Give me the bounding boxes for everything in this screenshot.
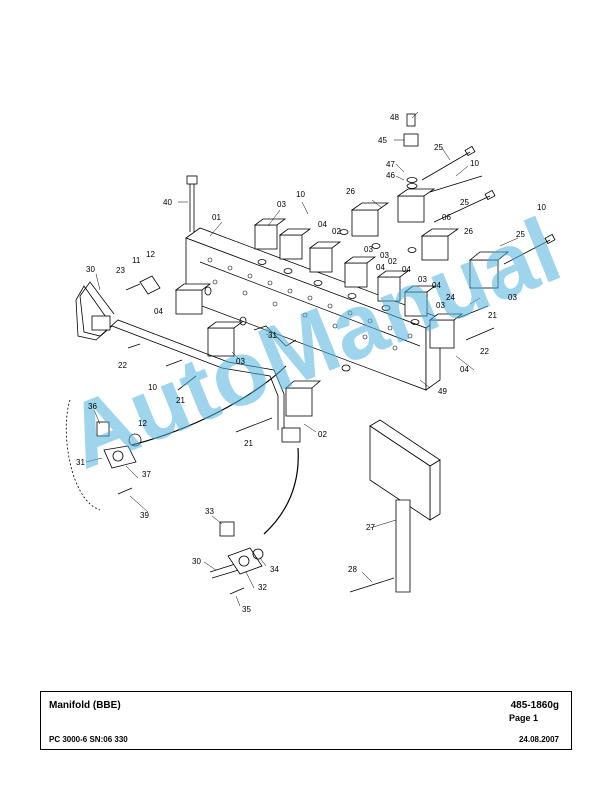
callout: 22 — [480, 347, 489, 356]
callout: 22 — [118, 361, 127, 370]
long-bolts — [421, 145, 556, 265]
callout: 02 — [388, 257, 397, 266]
detail-arrows — [131, 365, 299, 535]
callout: 03 — [436, 301, 445, 310]
callout: 33 — [205, 507, 214, 516]
callout: 02 — [332, 227, 341, 236]
callout: 04 — [402, 265, 411, 274]
callout: 49 — [438, 387, 447, 396]
callout: 03 — [380, 251, 389, 260]
valve-row — [253, 218, 464, 349]
callout: 04 — [318, 220, 327, 229]
callout: 34 — [270, 565, 279, 574]
callout: 12 — [138, 419, 147, 428]
callout: 32 — [258, 583, 267, 592]
callout: 45 — [378, 136, 387, 145]
callout: 03 — [236, 357, 245, 366]
watermark-text: AutoManual — [53, 199, 573, 488]
upper-blocks — [350, 113, 510, 289]
callout: 01 — [212, 213, 221, 222]
callout: 04 — [432, 281, 441, 290]
callout-labels: 48 45 25 47 46 10 25 26 06 10 40 01 10 0… — [76, 113, 546, 614]
callout: 24 — [446, 293, 455, 302]
callout: 21 — [176, 396, 185, 405]
callout: 12 — [146, 250, 155, 259]
bolt-40 — [186, 175, 198, 232]
callout: 48 — [390, 113, 399, 122]
document-title: Manifold (BBE) — [49, 700, 121, 711]
detail-bottom — [209, 521, 264, 595]
callout: 03 — [277, 200, 286, 209]
detail-left — [65, 399, 142, 511]
callout: 21 — [244, 439, 253, 448]
callout: 25 — [460, 198, 469, 207]
callout: 40 — [163, 198, 172, 207]
callout: 06 — [442, 213, 451, 222]
callout: 25 — [516, 230, 525, 239]
callout: 31 — [268, 331, 277, 340]
callout: 10 — [296, 190, 305, 199]
callout: 31 — [76, 458, 85, 467]
callout: 39 — [140, 511, 149, 520]
callout: 04 — [376, 263, 385, 272]
callout: 30 — [86, 265, 95, 274]
pipe-30 — [75, 281, 301, 443]
callout: 23 — [116, 266, 125, 275]
callout: 47 — [386, 160, 395, 169]
bracket-27 — [349, 419, 441, 593]
callout: 21 — [488, 311, 497, 320]
manifold-block — [185, 227, 441, 391]
callout: 46 — [386, 171, 395, 180]
callout: 11 — [132, 256, 141, 265]
page-number: Page 1 — [509, 713, 539, 723]
callout: 35 — [242, 605, 251, 614]
callout: 10 — [148, 383, 157, 392]
callout: 28 — [348, 565, 357, 574]
leader-lines — [85, 111, 519, 607]
callout: 04 — [460, 365, 469, 374]
part-number: 485-1860g — [510, 700, 559, 711]
callout: 26 — [346, 187, 355, 196]
callout: 03 — [364, 245, 373, 254]
document-date: 24.08.2007 — [518, 735, 559, 744]
callout: 04 — [154, 307, 163, 316]
callout: 10 — [537, 203, 546, 212]
callout: 25 — [434, 143, 443, 152]
machine-model: PC 3000-6 SN:06 330 — [49, 735, 128, 744]
callout: 30 — [192, 557, 201, 566]
callout: 03 — [418, 275, 427, 284]
callout: 26 — [464, 227, 473, 236]
callout: 37 — [142, 470, 151, 479]
left-components — [125, 275, 495, 433]
exploded-parts-diagram: AutoManual 48 45 25 47 46 10 25 26 06 10… — [53, 111, 574, 614]
callout: 10 — [470, 159, 479, 168]
title-block: Manifold (BBE) 485-1860g Page 1 PC 3000-… — [40, 691, 572, 750]
callout: 36 — [88, 402, 97, 411]
callout: 27 — [366, 523, 375, 532]
o-rings — [204, 177, 420, 372]
callout: 02 — [318, 430, 327, 439]
callout: 03 — [508, 293, 517, 302]
